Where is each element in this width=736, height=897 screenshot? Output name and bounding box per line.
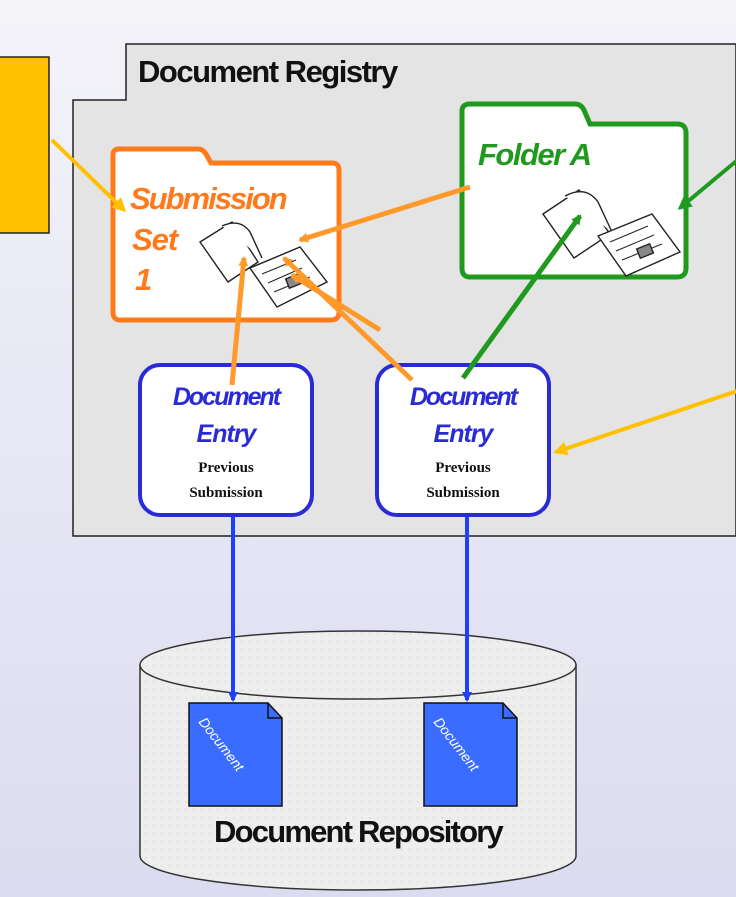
folder-label: Folder A: [478, 137, 591, 172]
arrow-callout-to-submission: [50, 138, 127, 213]
arrow-entry2-to-folder: [460, 214, 583, 380]
submission-set-line1: Submission: [130, 181, 287, 216]
document-entry-1: Document Entry Previous Submission: [138, 363, 314, 517]
entry-2-line1: Document: [410, 383, 520, 411]
registry-title: Document Registry: [138, 54, 399, 89]
entry-1-line2: Entry: [197, 420, 258, 448]
entry-2-line2: Entry: [434, 420, 495, 448]
document-icon: Document: [188, 702, 283, 807]
arrow-entry1-to-submission: [229, 256, 249, 386]
folder-a: Folder A: [459, 101, 689, 280]
submission-set-line2: Set: [132, 222, 180, 257]
arrow-external-to-entry2: [553, 389, 736, 456]
document-icon: Document: [423, 702, 518, 807]
callout-box: [0, 56, 50, 234]
entry-1-line1: Document: [173, 383, 283, 411]
entry-1-line3: Previous: [198, 460, 254, 476]
repository-title: Document Repository: [214, 814, 504, 849]
arrow-folder-to-submission: [298, 184, 471, 243]
arrow-entry2-to-submission-b: [290, 272, 382, 333]
entry-2-line3: Previous: [435, 460, 491, 476]
entry-1-line4: Submission: [189, 485, 263, 501]
arrow-entry2-to-submission-a: [282, 256, 414, 382]
submission-set-line3: 1: [135, 262, 152, 297]
arrow-external-to-folder: [677, 158, 736, 210]
entry-2-line4: Submission: [426, 485, 500, 501]
document-entry-2: Document Entry Previous Submission: [375, 363, 551, 517]
submission-set-folder: Submission Set 1: [110, 146, 342, 323]
